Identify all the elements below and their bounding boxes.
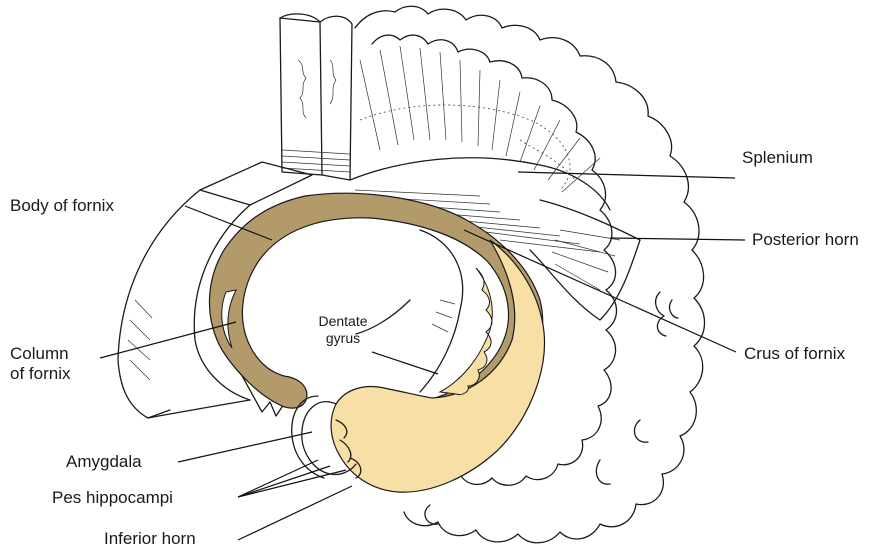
corpus-callosum-block xyxy=(280,14,352,180)
label-column-of-fornix: Column of fornix xyxy=(10,344,70,384)
label-posterior-horn: Posterior horn xyxy=(752,230,859,250)
label-column-line1: Column xyxy=(10,344,70,364)
label-splenium: Splenium xyxy=(742,148,813,168)
label-inferior-horn: Inferior horn xyxy=(104,529,196,549)
label-crus-of-fornix: Crus of fornix xyxy=(744,344,845,364)
label-column-line2: of fornix xyxy=(10,364,70,384)
label-dentate-gyrus: Dentate gyrus xyxy=(310,313,376,347)
splenium-region xyxy=(350,46,610,252)
label-amygdala: Amygdala xyxy=(66,452,142,472)
label-dentate-line2: gyrus xyxy=(310,330,376,347)
central-cavity xyxy=(356,230,463,392)
label-body-of-fornix: Body of fornix xyxy=(10,196,114,216)
label-dentate-line1: Dentate xyxy=(310,313,376,330)
label-pes-hippocampi: Pes hippocampi xyxy=(52,488,173,508)
